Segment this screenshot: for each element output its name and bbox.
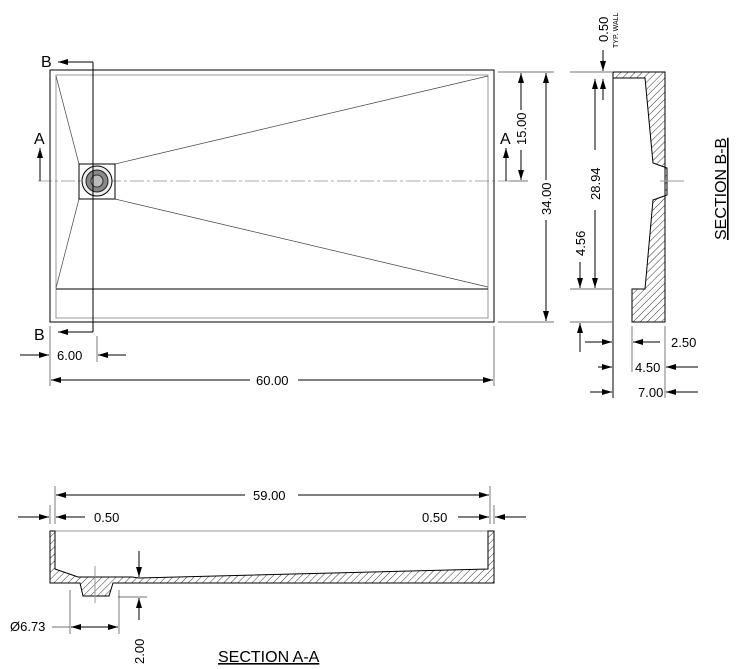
dim-2-50: 2.50 [671,335,696,350]
section-bb-profile [612,71,668,323]
section-a-label-left: A [34,131,45,148]
dim-right-wall: 0.50 [422,510,447,525]
dim-left-wall: 0.50 [94,510,119,525]
dim-2-00: 2.00 [132,639,147,664]
section-aa-profile [49,530,495,597]
wall-note: TYP. WALL [613,12,620,48]
section-b-label-top: B [41,54,52,71]
dim-59: 59.00 [253,488,286,503]
dim-4-56: 4.56 [573,231,588,256]
section-aa: SECTION A-A 59.00 0.50 0.50 Ø6.73 2.00 [10,486,526,666]
dim-drain-dia: Ø6.73 [10,619,45,634]
section-bb-title: SECTION B-B [713,138,730,240]
dim-34: 34.00 [539,182,554,215]
drain-icon [78,163,116,200]
pan-inner-rim [55,74,489,319]
section-bb: SECTION B-B 0.50 TYP. WALL 28.94 4.56 2.… [570,12,730,400]
section-aa-title: SECTION A-A [218,649,320,666]
dim-28-94: 28.94 [588,167,603,200]
dim-15: 15.00 [514,112,529,145]
dim-6: 6.00 [57,348,82,363]
dim-wall: 0.50 [596,17,611,42]
section-b-label-bottom: B [34,327,45,344]
plan-view: B B A A 15.00 34.00 6.00 60.00 [20,54,554,388]
dim-60: 60.00 [256,373,289,388]
dim-4-50: 4.50 [635,360,660,375]
section-a-label-right: A [500,131,511,148]
dim-7-00: 7.00 [638,385,663,400]
pan-outline [49,69,495,323]
slope-lines [55,75,489,289]
